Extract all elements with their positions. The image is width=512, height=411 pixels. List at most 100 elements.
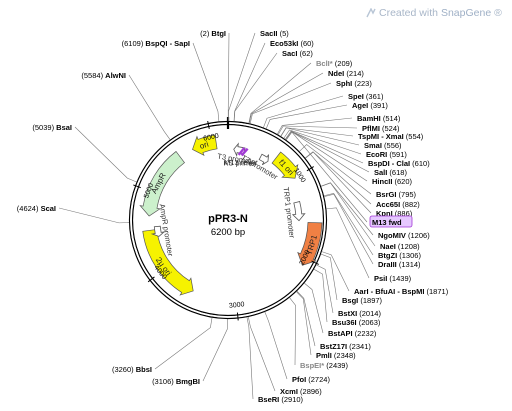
restriction-site[interactable]: PfoI (2724) <box>264 311 331 384</box>
restriction-site[interactable]: BclI* (209) <box>248 59 353 124</box>
feature-arrow-ampr[interactable] <box>139 150 185 217</box>
site-name: BamHI <box>357 114 381 123</box>
restriction-site[interactable]: EcoRI (591) <box>283 129 408 159</box>
restriction-site[interactable]: BamHI (514) <box>277 114 401 135</box>
site-text: BstAPI (2232) <box>328 329 377 338</box>
restriction-site[interactable]: M13 fwd <box>285 130 413 228</box>
site-text: PmlI (2348) <box>316 351 356 360</box>
site-name: BtgI <box>211 29 226 38</box>
site-text: Acc65I (882) <box>376 200 420 209</box>
restriction-site[interactable]: PsiI (1439) <box>326 207 412 283</box>
site-text: PfoI (2724) <box>292 375 330 384</box>
restriction-site[interactable]: (2) BtgI <box>200 29 230 122</box>
site-text: KpnI (886) <box>376 209 413 218</box>
site-leader-line <box>248 316 276 392</box>
tick-mark <box>311 260 319 265</box>
restriction-site[interactable]: BtgZI (1306) <box>323 192 421 260</box>
site-layer: SacII (5)Eco53kI (60)SacI (62)BclI* (209… <box>17 29 449 404</box>
restriction-site[interactable]: SacI (62) <box>233 49 313 122</box>
site-position: (6109) <box>122 39 146 48</box>
feature-arrow-2-ori[interactable] <box>142 229 194 296</box>
restriction-site[interactable]: NdeI (214) <box>249 69 364 124</box>
site-leader-line <box>233 52 278 122</box>
site-name: PmlI <box>316 351 332 360</box>
primer-mark[interactable] <box>237 147 246 156</box>
site-name: DraIII <box>378 260 397 269</box>
restriction-site[interactable]: NaeI (1208) <box>321 182 420 251</box>
site-position: (3106) <box>152 377 176 386</box>
site-leader-line <box>304 151 372 205</box>
restriction-site[interactable]: XcmI (2896) <box>248 316 322 396</box>
site-position: (1206) <box>406 231 430 240</box>
restriction-site[interactable]: BstZ17I (2341) <box>296 290 372 351</box>
site-text: Bsu36I (2063) <box>332 318 381 327</box>
site-leader-line <box>263 95 344 128</box>
site-leader-line <box>277 117 353 135</box>
site-name: M13 fwd <box>372 218 402 227</box>
site-position: (3260) <box>112 365 136 374</box>
restriction-site[interactable]: PmlI (2348) <box>296 291 356 360</box>
site-leader-line <box>313 268 328 323</box>
site-name: NaeI <box>380 242 396 251</box>
restriction-site[interactable]: BstXI (2014) <box>316 264 381 318</box>
site-text: (2) BtgI <box>200 29 226 38</box>
restriction-site[interactable]: Acc65I (882) <box>304 151 420 209</box>
restriction-site[interactable]: DraIII (1314) <box>324 193 421 269</box>
restriction-site[interactable]: (4624) ScaI <box>17 204 130 224</box>
site-leader-line <box>248 62 312 124</box>
restriction-site[interactable]: SmaI (556) <box>280 127 402 150</box>
site-name: BsaI <box>56 123 72 132</box>
promoter-arrow[interactable] <box>150 225 166 237</box>
site-leader-line <box>321 182 376 247</box>
site-name: BsgI <box>342 296 358 305</box>
tick-label: 3000 <box>229 301 245 310</box>
restriction-site[interactable]: BseRI (2910) <box>246 317 304 404</box>
site-text: (3260) BbsI <box>112 365 152 374</box>
feature-arrow-ori[interactable] <box>192 134 218 157</box>
restriction-site[interactable]: BspEI* (2439) <box>289 297 348 370</box>
site-name: SacII <box>260 29 278 38</box>
site-name: SmaI <box>364 141 382 150</box>
restriction-site[interactable]: SpeI (361) <box>263 92 384 128</box>
restriction-site[interactable]: AgeI (391) <box>265 101 388 129</box>
promoter-arrow[interactable] <box>291 200 306 222</box>
restriction-site[interactable]: BsrGI (795) <box>299 144 417 199</box>
site-text: (5039) BsaI <box>32 123 72 132</box>
feature-arrow-trp1[interactable] <box>297 222 323 266</box>
site-text: BclI* (209) <box>316 59 353 68</box>
restriction-site[interactable]: (3260) BbsI <box>112 317 213 374</box>
restriction-site[interactable]: SphI (223) <box>249 79 372 124</box>
site-text: PflMI (524) <box>362 124 400 133</box>
site-name: BseRI <box>258 395 279 404</box>
restriction-site[interactable]: (5039) BsaI <box>32 123 137 183</box>
site-leader-line <box>289 297 296 366</box>
primer-mark[interactable] <box>240 147 249 157</box>
restriction-site[interactable]: PflMI (524) <box>277 124 400 135</box>
site-position: (62) <box>297 49 313 58</box>
restriction-site[interactable]: AarI - BfuAI - BspMI (1871) <box>321 251 449 296</box>
site-leader-line <box>296 291 312 356</box>
restriction-site[interactable]: (6109) BspQI - SapI <box>122 39 220 122</box>
site-leader-line <box>74 126 137 183</box>
site-position: (1897) <box>358 296 382 305</box>
restriction-site[interactable]: BstAPI (2232) <box>304 282 377 338</box>
restriction-site[interactable]: (3106) BmgBI <box>152 318 228 386</box>
restriction-site[interactable]: SacII (5) <box>228 29 290 122</box>
site-leader-line <box>249 72 324 124</box>
restriction-site[interactable]: Bsu36I (2063) <box>313 268 381 327</box>
site-text: SmaI (556) <box>364 141 402 150</box>
restriction-site[interactable]: KpnI (886) <box>305 151 413 218</box>
feature-arrow-f1-ori[interactable] <box>271 151 299 179</box>
site-leader-line <box>316 264 334 314</box>
site-leader-line <box>277 125 358 135</box>
restriction-site[interactable]: BsgI (1897) <box>320 253 383 305</box>
plasmid-size: 6200 bp <box>211 227 245 238</box>
site-text: SalI (618) <box>374 168 407 177</box>
site-name: EcoRI <box>366 150 387 159</box>
site-leader-line <box>283 129 362 155</box>
promoter-arrow[interactable] <box>258 153 269 166</box>
tick-mark <box>133 184 141 189</box>
restriction-site[interactable]: (5584) AlwNI <box>81 71 171 140</box>
